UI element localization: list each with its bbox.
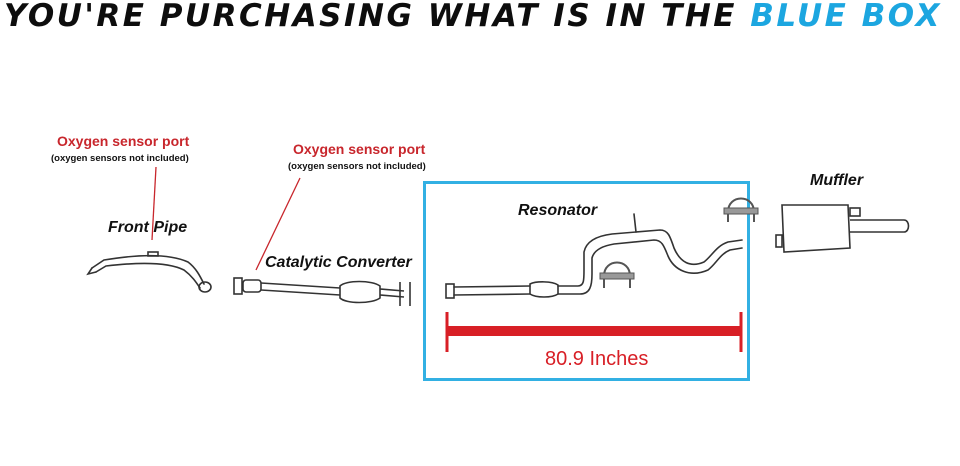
banner-prefix: YOU'RE PURCHASING WHAT IS IN THE [4,0,751,34]
front-pipe-label: Front Pipe [108,219,188,236]
resonator-drawing [445,213,743,299]
oxygen-sensor-port-label-1: Oxygen sensor port [57,133,190,149]
banner-highlight: BLUE BOX [750,0,942,34]
front-pipe-drawing [86,251,212,293]
muffler-drawing [775,204,910,253]
sensor-leader-line-1 [151,166,157,241]
sensor-leader-line-2 [255,177,301,271]
oxygen-sensor-port-label-2: Oxygen sensor port [293,141,426,157]
blue-box-frame [423,181,750,381]
exhaust-clamp-icon [723,197,759,222]
oxygen-sensor-note-2: (oxygen sensors not included) [288,161,426,172]
catalytic-converter-drawing [233,277,411,306]
measurement-bar [445,312,743,352]
catalytic-converter-label: Catalytic Converter [265,254,412,271]
exhaust-clamp-icon [599,261,635,288]
muffler-label: Muffler [810,172,864,189]
measurement-label: 80.9 Inches [545,348,649,370]
banner-title: YOU'RE PURCHASING WHAT IS IN THE BLUE BO… [4,0,954,34]
oxygen-sensor-note-1: (oxygen sensors not included) [51,153,189,164]
resonator-label: Resonator [518,202,598,219]
